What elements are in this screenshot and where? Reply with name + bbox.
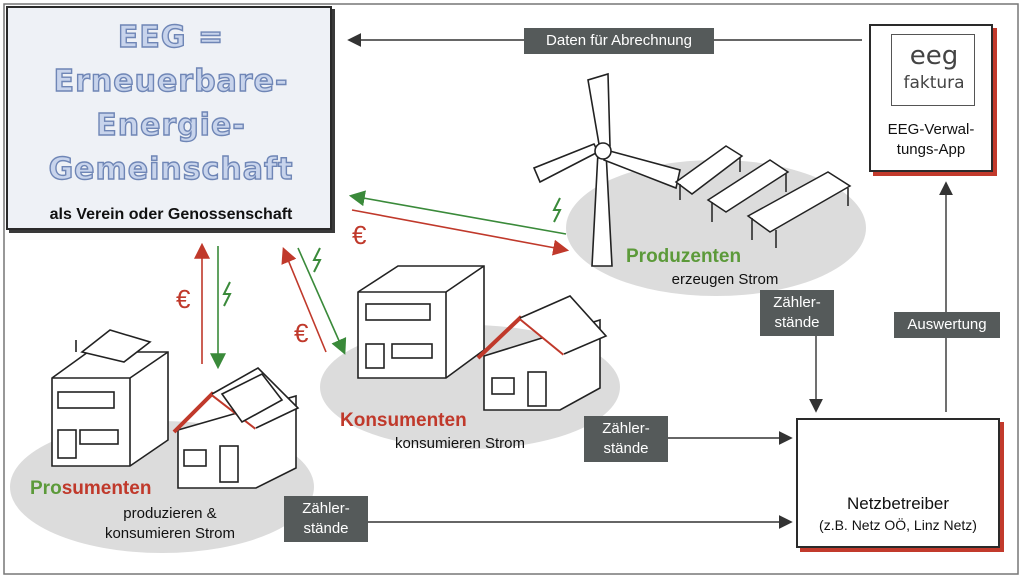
house-prosumenten-icon	[172, 367, 300, 489]
eeg-app-box: eeg faktura EEG-Verwal- tungs-App	[869, 24, 993, 172]
house-konsumenten-icon	[476, 295, 608, 411]
title-line-4: Gemeinschaft	[48, 151, 294, 187]
konsumenten-desc: konsumieren Strom	[394, 435, 526, 452]
prosumenten-desc: produzieren & konsumieren Strom	[80, 504, 260, 544]
label-line2: stände	[603, 440, 649, 457]
prosumenten-title: Prosumenten	[30, 478, 151, 500]
title-line-3: Energie-	[96, 107, 246, 143]
title-box: EEG = Erneuerbare- Energie- Gemeinschaft…	[6, 6, 332, 230]
label-line1: Zähler-	[773, 294, 821, 311]
app-label-line2: tungs-App	[896, 141, 966, 158]
title-line-1: EEG =	[117, 19, 225, 55]
label-line1: Zähler-	[302, 500, 350, 517]
flow-red-konsumenten	[281, 247, 327, 353]
prosumenten-title-pro: Pro	[30, 478, 62, 499]
building-prosumenten-icon	[51, 329, 169, 467]
flow-green-produzenten	[348, 190, 567, 235]
lightning-icon	[222, 281, 232, 307]
app-label-line1: EEG-Verwal-	[887, 121, 975, 138]
netzbetreiber-subtitle: (z.B. Netz OÖ, Linz Netz)	[819, 517, 977, 533]
label-zaehler-konsumenten: Zähler- stände	[584, 416, 668, 462]
eeg-faktura-logo: eeg faktura	[891, 34, 975, 106]
app-label: EEG-Verwal- tungs-App	[871, 120, 991, 160]
logo-text-top: eeg	[909, 41, 959, 71]
title-subtitle: als Verein oder Genossenschaft	[49, 206, 293, 223]
solar-field-icon	[674, 145, 852, 248]
lightning-icon	[312, 247, 322, 273]
netzbetreiber-title: Netzbetreiber	[846, 494, 950, 513]
label-auswertung: Auswertung	[894, 312, 1000, 338]
prosumenten-desc-line2: konsumieren Strom	[104, 525, 236, 542]
flow-green-konsumenten	[297, 247, 347, 355]
lightning-icon	[552, 197, 562, 223]
logo-text-bottom: faktura	[903, 73, 965, 93]
label-line1: Zähler-	[602, 420, 650, 437]
wind-turbine-icon	[532, 72, 681, 267]
outer-frame	[3, 3, 1019, 575]
prosumenten-desc-line1: produzieren &	[123, 505, 217, 522]
flow-red-produzenten	[351, 209, 570, 256]
prosumenten-title-sumenten: sumenten	[61, 478, 152, 499]
label-daten: Daten für Abrechnung	[524, 28, 714, 54]
produzenten-desc: erzeugen Strom	[671, 271, 779, 288]
netzbetreiber-box: Netzbetreiber (z.B. Netz OÖ, Linz Netz)	[796, 418, 1000, 548]
konsumenten-title: Konsumenten	[340, 410, 467, 431]
label-line2: stände	[774, 314, 820, 331]
label-zaehler-prosumenten: Zähler- stände	[284, 496, 368, 542]
euro-produzenten: €	[352, 220, 367, 250]
produzenten-title: Produzenten	[626, 246, 742, 267]
label-zaehler-produzenten: Zähler- stände	[760, 290, 834, 336]
label-line2: stände	[303, 520, 349, 537]
euro-prosumenten: €	[176, 284, 191, 314]
title-line-2: Erneuerbare-	[53, 63, 289, 99]
euro-konsumenten: €	[294, 318, 309, 348]
building-konsumenten-icon	[357, 265, 485, 379]
